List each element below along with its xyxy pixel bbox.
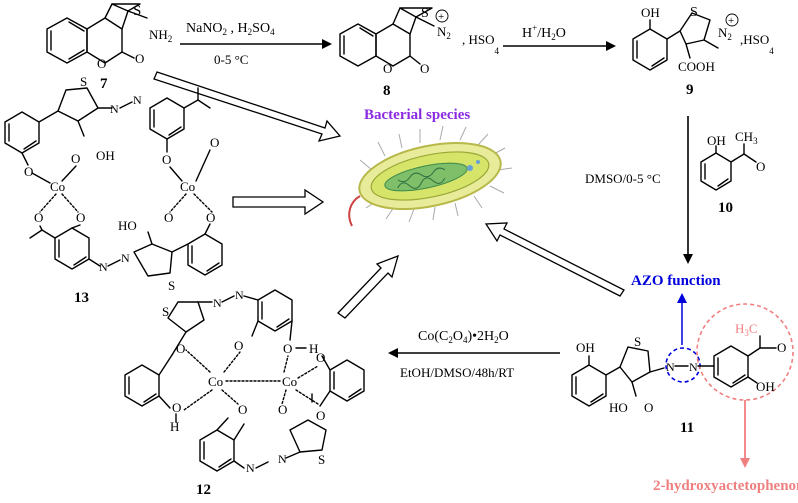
compound-10: OH CH3 O 10 (700, 129, 765, 216)
compound-13-label: 13 (74, 290, 89, 306)
c11-azo-n2: N (689, 360, 698, 374)
c13-acid-ho: HO (118, 218, 137, 233)
hydrogen-atom: H (170, 419, 179, 434)
c11-methyl: H3C (735, 321, 758, 338)
cobalt-atom: Co (50, 179, 65, 194)
hollow-arrow-from-13 (232, 188, 325, 216)
sulfur-atom: S (318, 452, 325, 467)
azo-function-label: AZO function (631, 273, 721, 289)
azo-n: N (121, 251, 130, 265)
oxygen-atom: O (206, 210, 215, 225)
azo-highlight-circle (665, 347, 701, 383)
c11-ketone: O (777, 340, 786, 355)
arrow-step4: Co(C2O4)•2H2O EtOH/DMSO/48h/RT (388, 329, 560, 380)
bacterium-image (348, 125, 513, 227)
compound-10-label: 10 (718, 200, 733, 216)
oxygen-atom: O (162, 152, 171, 167)
c11-hydroxyl-top: OH (576, 340, 595, 355)
oxygen-atom: O (24, 164, 33, 179)
compound-13: S N N OH O O O O Co Co O O O O HO (4, 74, 223, 306)
sulfur-atom: S (690, 5, 698, 20)
plus-charge: + (728, 15, 734, 27)
step1-condition: 0-5 °C (214, 52, 248, 67)
c8-counter-ion: , HSO4 (462, 32, 500, 56)
arrow-step2: H+/H2O (503, 23, 616, 51)
compound-8-label: 8 (383, 83, 391, 99)
oxygen-atom: O (234, 338, 243, 353)
step4-reagent: Co(C2O4)•2H2O (418, 329, 509, 345)
sulfur-atom: S (421, 6, 429, 21)
hydrogen-atom: H (309, 341, 318, 356)
c9-diazonium: N2 (718, 25, 732, 42)
cobalt-atom: Co (282, 374, 297, 389)
plus-charge: + (438, 11, 444, 23)
c10-ketone: O (756, 159, 765, 174)
c9-hydroxyl: OH (641, 5, 660, 20)
c7-amine: NH2 (149, 27, 172, 44)
c8-ring-o: O (383, 61, 392, 76)
c9-counter-ion: ,HSO4 (740, 32, 774, 56)
c11-acid-o: O (644, 400, 653, 415)
acetophenone-highlight-circle (696, 303, 794, 401)
oxygen-atom: O (238, 402, 247, 417)
azo-n: N (110, 102, 119, 116)
acetophenone-label: 2-hydroxyactetophenone (653, 478, 798, 494)
compound-11-label: 11 (680, 420, 694, 436)
compound-11: S OH HO O N N H3C O OH 11 (571, 303, 794, 436)
azo-n: N (133, 93, 142, 107)
oxygen-atom: O (316, 350, 325, 365)
sulfur-atom: S (168, 278, 175, 293)
step1-reagent: NaNO2 , H2SO4 (186, 21, 275, 37)
oxygen-atom: O (172, 400, 181, 415)
c11-azo-n1: N (666, 360, 675, 374)
oxygen-atom: O (316, 408, 325, 423)
compound-9-label: 9 (686, 82, 694, 98)
c9-acid: COOH (678, 59, 715, 74)
oxygen-atom: O (278, 402, 287, 417)
hollow-arrow-from-12 (337, 254, 399, 319)
sulfur-atom: S (80, 74, 87, 89)
oxygen-atom: O (164, 210, 173, 225)
azo-n: N (213, 296, 222, 310)
bacterial-species-label: Bacterial species (364, 107, 470, 123)
sulfur-atom: S (162, 304, 169, 319)
step2-reagent: H+/H2O (522, 23, 566, 42)
oxygen-atom: O (283, 341, 292, 356)
oxygen-atom: O (176, 341, 185, 356)
arrow-step1: NaNO2 , H2SO4 0-5 °C (180, 21, 332, 67)
hollow-arrow-from-7 (153, 71, 342, 142)
oxygen-atom: O (34, 210, 43, 225)
cobalt-atom: Co (180, 179, 195, 194)
step4-condition: EtOH/DMSO/48h/RT (400, 365, 514, 380)
c10-methyl: CH3 (735, 129, 758, 146)
c11-acid-ho: HO (609, 400, 628, 415)
c11-hydroxyl-bottom: OH (756, 379, 775, 394)
compound-12-label: 12 (196, 482, 211, 498)
c8-carbonyl-o: O (420, 61, 429, 76)
sulfur-atom: S (133, 3, 141, 19)
step3-condition: DMSO/0-5 °C (585, 171, 661, 186)
c13-acid: OH (96, 148, 115, 163)
c7-ring-o: O (97, 56, 106, 71)
c8-diazonium: N2 (437, 24, 451, 41)
oxygen-atom: O (210, 135, 219, 150)
compound-7: S NH2 O O 7 (46, 3, 172, 92)
azo-n: N (278, 452, 287, 466)
c10-hydroxyl: OH (707, 133, 726, 148)
oxygen-atom: O (71, 151, 80, 166)
azo-n: N (99, 260, 108, 274)
c7-carbonyl-o: O (135, 51, 144, 66)
azo-n: N (246, 461, 255, 475)
compound-8: S N2 + , HSO4 O O 8 (339, 6, 500, 99)
sulfur-atom: S (634, 334, 641, 349)
compound-12: S N N O H O O H O Co Co (124, 288, 365, 498)
arrow-step3: DMSO/0-5 °C (585, 116, 693, 264)
compound-9: S OH N2 + ,HSO4 COOH 9 (632, 5, 774, 98)
hollow-arrow-from-11 (484, 222, 625, 297)
compound-7-label: 7 (100, 76, 108, 92)
cobalt-atom: Co (208, 374, 223, 389)
oxygen-atom: O (76, 210, 85, 225)
azo-n: N (235, 288, 244, 302)
